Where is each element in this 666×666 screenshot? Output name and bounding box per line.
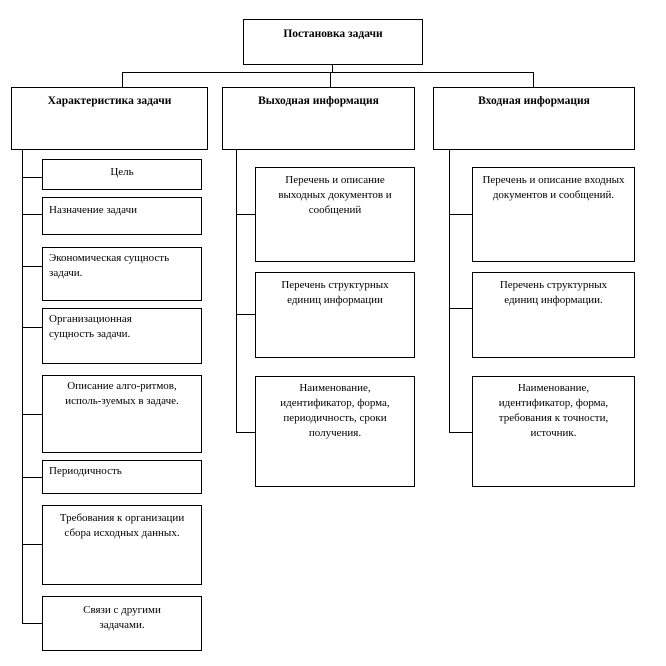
- column-header-label: Выходная информация: [258, 95, 379, 107]
- column-item: Перечень структурных единиц информации: [255, 272, 415, 358]
- column-item: Связи с другими задачами.: [42, 596, 202, 651]
- connector-line: [236, 314, 255, 315]
- column-item-label: Назначение задачи: [49, 204, 138, 216]
- column-item-label: Требования к организации сбора исходных …: [59, 512, 185, 539]
- column-item-label: Наименование, идентификатор, форма, пери…: [280, 382, 390, 439]
- connector-line: [22, 266, 42, 267]
- connector-line: [236, 432, 255, 433]
- connector-line: [22, 477, 42, 478]
- column-item-label: Описание алго-ритмов, исполь-зуемых в за…: [65, 380, 179, 407]
- connector-line: [533, 72, 534, 88]
- column-item: Перечень и описание выходных документов …: [255, 167, 415, 262]
- connector-line: [22, 149, 23, 624]
- column-item: Перечень и описание входных документов и…: [472, 167, 635, 262]
- connector-line: [332, 64, 333, 73]
- column-item-label: Организационная сущность задачи.: [49, 313, 132, 340]
- connector-line: [22, 327, 42, 328]
- connector-line: [449, 214, 472, 215]
- column-item-label: Перечень и описание выходных документов …: [278, 174, 392, 216]
- column-item: Экономическая сущность задачи.: [42, 247, 202, 301]
- column-item: Перечень структурных единиц информации.: [472, 272, 635, 358]
- connector-line: [22, 414, 42, 415]
- column-item-label: Экономическая сущность задачи.: [49, 252, 170, 279]
- connector-line: [22, 544, 42, 545]
- column-item-label: Наименование, идентификатор, форма, треб…: [498, 382, 609, 439]
- root-box: Постановка задачи: [243, 19, 423, 65]
- connector-line: [236, 214, 255, 215]
- connector-line: [22, 177, 42, 178]
- connector-line: [330, 72, 331, 88]
- column-item: Назначение задачи: [42, 197, 202, 235]
- column-header-label: Характеристика задачи: [47, 95, 172, 107]
- root-title: Постановка задачи: [283, 28, 383, 40]
- connector-line: [449, 149, 450, 433]
- connector-line: [22, 623, 42, 624]
- column-item: Наименование, идентификатор, форма, треб…: [472, 376, 635, 487]
- connector-line: [449, 432, 472, 433]
- column-item-label: Цель: [110, 166, 134, 178]
- column-header-characteristics: Характеристика задачи: [11, 87, 208, 150]
- column-item: Наименование, идентификатор, форма, пери…: [255, 376, 415, 487]
- connector-line: [449, 308, 472, 309]
- column-item-label: Перечень структурных единиц информации: [281, 279, 389, 306]
- column-header-output: Выходная информация: [222, 87, 415, 150]
- connector-line: [22, 214, 42, 215]
- column-item: Описание алго-ритмов, исполь-зуемых в за…: [42, 375, 202, 453]
- column-header-label: Входная информация: [478, 95, 590, 107]
- column-item: Периодичность: [42, 460, 202, 494]
- column-item: Требования к организации сбора исходных …: [42, 505, 202, 585]
- connector-line: [122, 72, 123, 88]
- column-item-label: Перечень структурных единиц информации.: [499, 279, 608, 306]
- connector-line: [236, 149, 237, 433]
- column-item-label: Перечень и описание входных документов и…: [482, 174, 625, 201]
- column-item-label: Связи с другими задачами.: [83, 604, 161, 631]
- column-item: Организационная сущность задачи.: [42, 308, 202, 364]
- connector-line: [122, 72, 534, 73]
- column-header-input: Входная информация: [433, 87, 635, 150]
- column-item-label: Периодичность: [49, 465, 122, 477]
- column-item: Цель: [42, 159, 202, 190]
